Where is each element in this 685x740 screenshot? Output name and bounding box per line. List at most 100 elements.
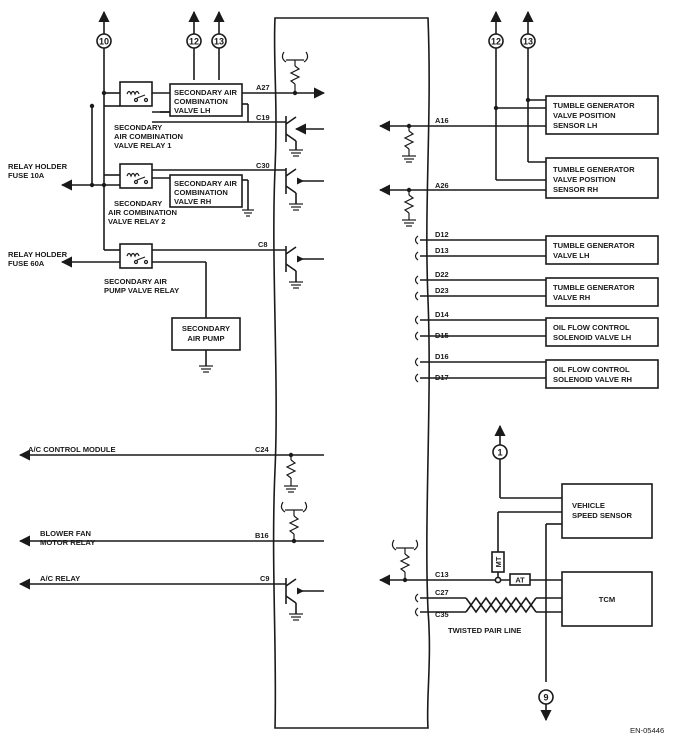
connector-13-right-group: 13: [520, 10, 546, 163]
svg-text:SECONDARY AIR: SECONDARY AIR: [174, 179, 238, 188]
svg-text:SECONDARY AIR: SECONDARY AIR: [104, 277, 168, 286]
connector-10-group: 10: [96, 10, 112, 250]
svg-text:VALVE RH: VALVE RH: [553, 293, 590, 302]
relay-holder-fuse-10a-label-1: RELAY HOLDER: [8, 162, 68, 171]
pin-d15: D15: [435, 331, 449, 340]
svg-text:AT: AT: [515, 576, 525, 585]
oil-flow-control-solenoid-valve-rh-group: D16 D17 OIL FLOW CONTROL SOLENOID VALVE …: [414, 352, 659, 389]
svg-text:9: 9: [543, 693, 548, 703]
at-tag: [509, 573, 531, 586]
svg-text:SECONDARY AIR: SECONDARY AIR: [174, 88, 238, 97]
svg-text:FUSE 60A: FUSE 60A: [8, 259, 45, 268]
vehicle-speed-sensor-box: [561, 483, 653, 539]
mt-tag: [491, 551, 505, 573]
tumble-generator-valve-lh-group: D12 D13 TUMBLE GENERATOR VALVE LH: [414, 230, 659, 265]
transistor-c9: [285, 578, 324, 621]
svg-text:13: 13: [523, 37, 533, 47]
relay-1-label-3: VALVE RELAY 1: [114, 141, 172, 150]
pin-b16: B16: [255, 531, 269, 540]
svg-text:SECONDARY: SECONDARY: [182, 324, 230, 333]
relay-1: [119, 81, 153, 107]
svg-text:VALVE POSITION: VALVE POSITION: [553, 175, 616, 184]
svg-text:VALVE RH: VALVE RH: [174, 197, 211, 206]
svg-text:MOTOR RELAY: MOTOR RELAY: [40, 538, 95, 547]
svg-text:PUMP VALVE RELAY: PUMP VALVE RELAY: [104, 286, 179, 295]
pin-d22: D22: [435, 270, 449, 279]
ac-control-module-label: A/C CONTROL MODULE: [28, 445, 116, 454]
secondary-air-pump-box: [171, 317, 241, 351]
tcm-box: [561, 571, 653, 627]
a27-pullup-resistor: [281, 51, 309, 93]
svg-text:VALVE RELAY 2: VALVE RELAY 2: [108, 217, 166, 226]
c24-pulldown-resistor: [284, 455, 298, 493]
pin-c9: C9: [260, 574, 269, 583]
relay-holder-fuse-10a-label-2: FUSE 10A: [8, 171, 45, 180]
pin-c27: C27: [435, 588, 449, 597]
pin-c8: C8: [258, 240, 267, 249]
relay-1-label-2: AIR COMBINATION: [114, 132, 183, 141]
relay-2: [119, 163, 153, 189]
svg-text:SPEED SENSOR: SPEED SENSOR: [572, 511, 632, 520]
svg-text:COMBINATION: COMBINATION: [174, 188, 228, 197]
connector-13-top-group: 13: [211, 10, 227, 80]
pin-c35: C35: [435, 610, 449, 619]
transistor-c8: [285, 246, 324, 289]
svg-text:VALVE LH: VALVE LH: [174, 106, 210, 115]
secondary-air-combination-valve-lh-box: [169, 83, 243, 117]
twisted-pair-label: TWISTED PAIR LINE: [448, 626, 521, 635]
twisted-pair-line: C27 C35 TWISTED PAIR LINE: [414, 588, 562, 635]
b16-pullup-resistor: [280, 501, 308, 541]
svg-text:OIL FLOW CONTROL: OIL FLOW CONTROL: [553, 365, 630, 374]
pin-a26: A26: [435, 181, 449, 190]
connector-12-top-group: 12: [186, 10, 202, 80]
pin-c13: C13: [435, 570, 449, 579]
svg-text:VALVE LH: VALVE LH: [553, 251, 589, 260]
pin-d17: D17: [435, 373, 449, 382]
transistor-c30: [285, 168, 324, 211]
tumble-generator-valve-rh-group: D22 D23 TUMBLE GENERATOR VALVE RH: [414, 270, 659, 307]
connector-10-label: 10: [99, 37, 109, 47]
svg-text:SENSOR LH: SENSOR LH: [553, 121, 597, 130]
pin-d14: D14: [435, 310, 449, 319]
figure-id: EN-05446: [630, 726, 664, 735]
svg-text:1: 1: [497, 448, 502, 458]
pin-d12: D12: [435, 230, 449, 239]
svg-text:TCM: TCM: [599, 595, 615, 604]
pin-a16: A16: [435, 116, 449, 125]
pin-c24: C24: [255, 445, 269, 454]
svg-text:MT: MT: [494, 556, 503, 567]
pin-c19: C19: [256, 113, 270, 122]
svg-text:12: 12: [491, 37, 501, 47]
a16-pulldown-resistor: [402, 126, 416, 163]
svg-text:SENSOR RH: SENSOR RH: [553, 185, 598, 194]
svg-text:COMBINATION: COMBINATION: [174, 97, 228, 106]
svg-text:SECONDARY: SECONDARY: [114, 199, 162, 208]
pin-d16: D16: [435, 352, 449, 361]
tumble-generator-valve-position-sensor-rh-box: [545, 157, 659, 199]
svg-text:12: 12: [189, 37, 199, 47]
svg-text:AIR PUMP: AIR PUMP: [187, 334, 224, 343]
pin-d23: D23: [435, 286, 449, 295]
pin-d13: D13: [435, 246, 449, 255]
svg-text:TUMBLE GENERATOR: TUMBLE GENERATOR: [553, 165, 635, 174]
svg-text:SOLENOID VALVE LH: SOLENOID VALVE LH: [553, 333, 631, 342]
connector-12-right-group: 12: [488, 10, 546, 181]
c13-pullup-resistor: [391, 539, 419, 580]
secondary-air-pump-valve-relay: [119, 243, 153, 269]
tumble-generator-valve-position-sensor-lh-box: [545, 95, 659, 135]
svg-text:TUMBLE GENERATOR: TUMBLE GENERATOR: [553, 241, 635, 250]
ac-relay-label: A/C RELAY: [40, 574, 80, 583]
transistor-c19: [285, 116, 324, 157]
pin-c30: C30: [256, 161, 270, 170]
svg-text:13: 13: [214, 37, 224, 47]
secondary-air-combination-valve-rh-box: [169, 174, 243, 208]
svg-text:BLOWER FAN: BLOWER FAN: [40, 529, 91, 538]
svg-text:OIL FLOW CONTROL: OIL FLOW CONTROL: [553, 323, 630, 332]
svg-text:VALVE POSITION: VALVE POSITION: [553, 111, 616, 120]
relay-1-label-1: SECONDARY: [114, 123, 162, 132]
svg-text:RELAY HOLDER: RELAY HOLDER: [8, 250, 68, 259]
ecm-body: [272, 17, 431, 729]
connector-1-group: 1: [492, 424, 562, 499]
svg-text:VEHICLE: VEHICLE: [572, 501, 605, 510]
